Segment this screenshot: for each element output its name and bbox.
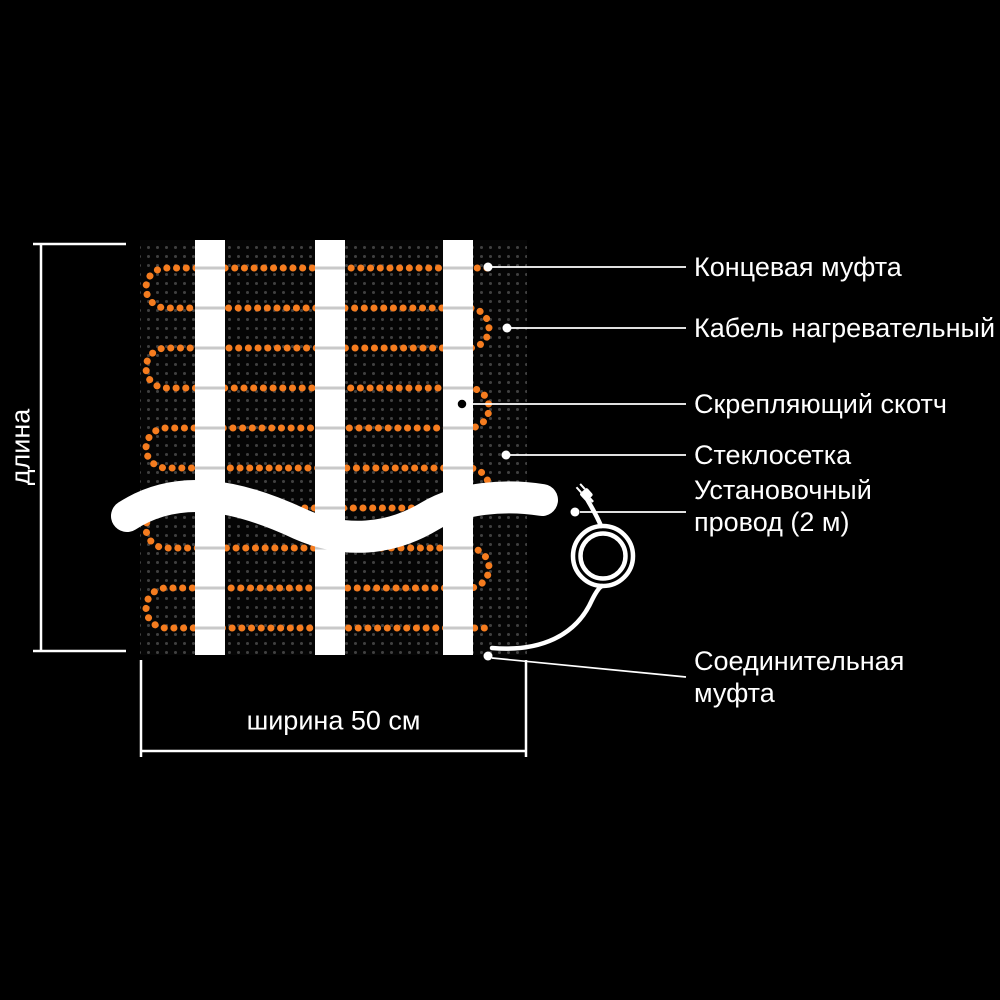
leader-lines — [470, 266, 687, 678]
label-connection-coupling: Соединительная муфта — [694, 645, 904, 709]
label-installation-wire-line1: Установочный — [694, 475, 872, 505]
marker-connection-coupling — [483, 651, 493, 661]
marker-heating-cable — [502, 323, 512, 333]
marker-installation-wire — [570, 507, 580, 517]
break-wave — [111, 480, 558, 553]
tape-strip-2 — [315, 240, 345, 655]
wire-to-coil — [489, 583, 605, 651]
tape-strip-3 — [443, 240, 473, 655]
leader-markers — [455, 262, 580, 661]
label-fiberglass-mesh: Стеклосетка — [694, 440, 852, 470]
leader-connection-coupling — [491, 657, 687, 678]
tape-strips — [195, 240, 473, 655]
tape-strip-1 — [195, 240, 225, 655]
wire-coil-inner — [578, 531, 628, 581]
label-connection-coupling-line2: муфта — [694, 678, 775, 708]
marker-end-coupling — [483, 262, 493, 272]
marker-binding-tape-ring — [455, 397, 469, 411]
heating-cable — [142, 264, 493, 632]
label-installation-wire-line2: провод (2 м) — [694, 507, 850, 537]
label-length: длина — [5, 408, 36, 486]
plug-icon — [575, 483, 594, 503]
dimension-width — [139, 660, 528, 757]
marker-fiberglass-mesh — [501, 450, 511, 460]
label-end-coupling: Концевая муфта — [694, 252, 902, 282]
label-heating-cable: Кабель нагревательный — [694, 313, 996, 343]
label-width: ширина 50 см — [246, 705, 421, 736]
label-binding-tape: Скрепляющий скотч — [694, 389, 947, 419]
label-installation-wire: Установочный провод (2 м) — [694, 474, 872, 538]
label-connection-coupling-line1: Соединительная — [694, 646, 905, 676]
dimension-length — [33, 242, 126, 653]
